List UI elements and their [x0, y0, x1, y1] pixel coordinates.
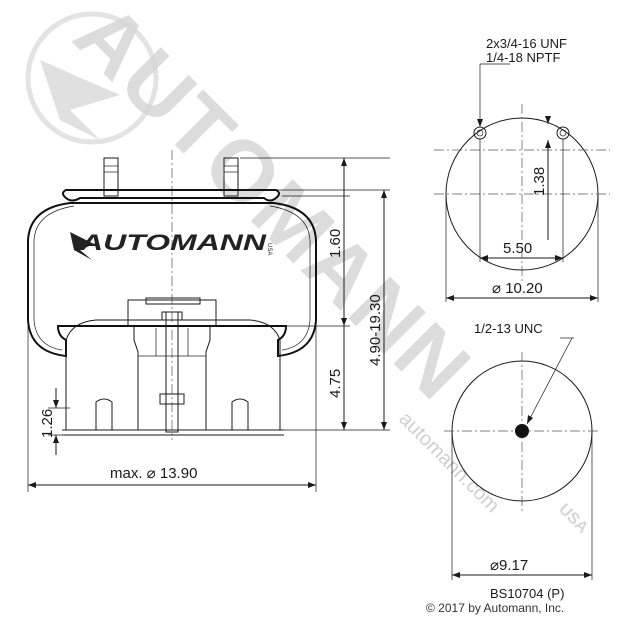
- center-bolt: [159, 311, 185, 433]
- dim-top-stud-spacing: 5.50: [503, 240, 532, 257]
- dim-bottom-diameter: ⌀9.17: [490, 557, 528, 574]
- top-view: 2x3/4-16 UNF 1/4-18 NPTF 1.38 5.50 ⌀ 10.…: [434, 36, 610, 302]
- watermark-usa: USA: [555, 501, 591, 537]
- top-thread-callout-2: 1/4-18 NPTF: [486, 50, 560, 65]
- top-stud-left: [473, 126, 487, 140]
- watermark-emblem-icon: [25, 11, 159, 145]
- dim-top-stud-offset: 1.38: [531, 167, 548, 196]
- copyright: © 2017 by Automann, Inc.: [426, 601, 564, 615]
- dim-max-diameter: max. ⌀ 13.90: [110, 465, 197, 482]
- logo-emblem-icon: [70, 232, 94, 260]
- bead-plate: [62, 189, 280, 202]
- dim-height-base: 1.26: [39, 409, 56, 438]
- dim-top-diameter: ⌀ 10.20: [492, 280, 543, 297]
- dim-height-top: 1.60: [327, 229, 344, 258]
- logo-text: AUTOMANN: [79, 230, 268, 255]
- bottom-thread-callout: 1/2-13 UNC: [474, 321, 543, 336]
- top-studs: [103, 157, 239, 197]
- logo-mark: USA: [266, 243, 272, 255]
- dim-height-piston: 4.75: [327, 369, 344, 398]
- piston-rubber: [65, 319, 281, 431]
- bottom-view: 1/2-13 UNC ⌀9.17: [444, 321, 600, 580]
- part-number: BS10704 (P): [490, 586, 564, 601]
- dim-height-range: 4.90-19.30: [367, 294, 384, 366]
- side-dimensions: 1.60 4.75 4.90-19.30 1.26 max. ⌀ 13.90: [27, 157, 390, 492]
- top-thread-callout-1: 2x3/4-16 UNF: [486, 36, 567, 51]
- watermark-brand: AUTOMANN: [57, 0, 490, 418]
- bellows-logo: AUTOMANN USA: [70, 230, 272, 260]
- watermark-url: automann.com: [394, 408, 503, 517]
- bottom-bolt-hole: [515, 424, 529, 438]
